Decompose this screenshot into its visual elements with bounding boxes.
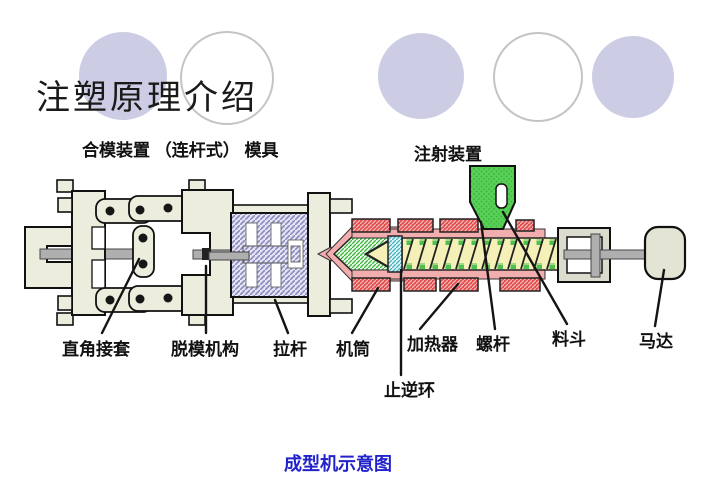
leader-right-angle-socket: [100, 257, 141, 335]
leader-screw: [479, 220, 497, 331]
label-hopper: 料斗: [552, 330, 586, 349]
label-tie-bar: 拉杆: [273, 340, 307, 359]
decorative-circle: [79, 32, 167, 120]
drive-unit: [557, 225, 687, 283]
diagram-caption: 成型机示意图: [284, 454, 392, 474]
leader-tie-bar: [273, 298, 290, 335]
label-screw: 螺杆: [476, 335, 510, 354]
label-check-ring: 止逆环: [384, 381, 435, 400]
leader-barrel: [350, 286, 380, 335]
decorative-circle: [378, 33, 464, 119]
label-injection-unit: 注射装置: [414, 145, 482, 164]
motor: [643, 225, 687, 281]
page-title: 注塑原理介绍: [36, 80, 258, 117]
injection-unit: [316, 165, 566, 292]
label-barrel: 机筒: [336, 340, 370, 359]
label-clamping-unit: 合模装置 （连杆式） 模具: [82, 141, 279, 160]
label-right-angle-socket: 直角接套: [62, 340, 130, 359]
leader-heater: [418, 282, 460, 331]
leader-motor: [653, 268, 666, 328]
decorative-circle: [592, 36, 674, 118]
leader-lines: [100, 210, 666, 377]
drive-shaft: [563, 249, 648, 260]
label-heater: 加热器: [407, 335, 458, 354]
label-demolding-mechanism: 脱模机构: [171, 340, 239, 359]
check-ring: [387, 235, 403, 273]
screw-flights: [403, 238, 557, 270]
heater-bands: [351, 218, 541, 292]
hopper-slot: [495, 183, 508, 209]
label-motor: 马达: [639, 332, 673, 351]
leader-hopper: [501, 210, 569, 326]
decorative-circle-outline: [493, 32, 583, 122]
decorative-circle-outline: [180, 31, 274, 125]
